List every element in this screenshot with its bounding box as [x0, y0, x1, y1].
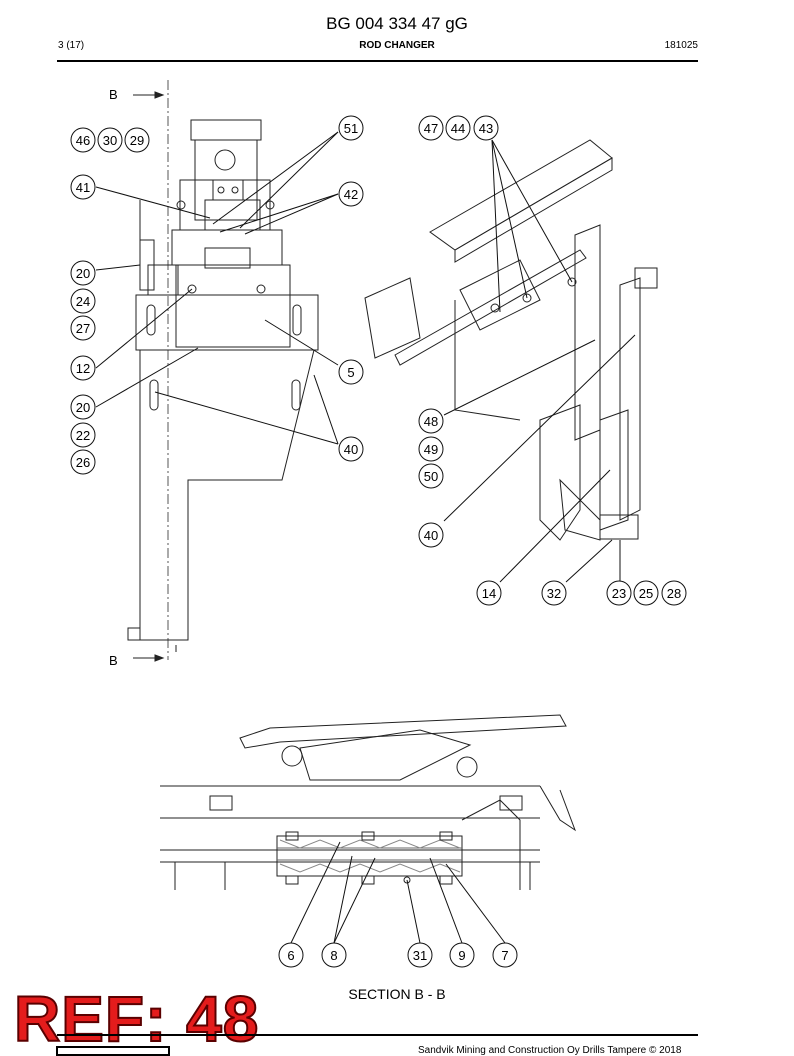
callout-25: 25 — [633, 580, 659, 606]
svg-text:41: 41 — [76, 180, 90, 195]
svg-text:31: 31 — [413, 948, 427, 963]
svg-text:27: 27 — [76, 321, 90, 336]
svg-text:29: 29 — [130, 133, 144, 148]
svg-text:26: 26 — [76, 455, 90, 470]
svg-text:24: 24 — [76, 294, 90, 309]
page-number: 3 (17) — [58, 40, 85, 51]
callout-14: 14 — [476, 580, 502, 606]
svg-text:20: 20 — [76, 400, 90, 415]
svg-text:32: 32 — [547, 586, 561, 601]
callout-23: 23 — [606, 580, 632, 606]
callout-43: 43 — [473, 115, 499, 141]
svg-text:43: 43 — [479, 121, 493, 136]
svg-text:30: 30 — [103, 133, 117, 148]
sandvik-logo — [56, 1046, 170, 1056]
svg-text:8: 8 — [330, 948, 337, 963]
svg-text:14: 14 — [482, 586, 496, 601]
section-mark-bottom: B — [109, 653, 118, 668]
leader-lines-left — [95, 131, 339, 445]
callout-44: 44 — [445, 115, 471, 141]
callout-28: 28 — [661, 580, 687, 606]
svg-text:22: 22 — [76, 428, 90, 443]
callout-12: 12 — [70, 355, 96, 381]
callout-22: 22 — [70, 422, 96, 448]
svg-text:28: 28 — [667, 586, 681, 601]
svg-text:40: 40 — [424, 528, 438, 543]
svg-text:25: 25 — [639, 586, 653, 601]
callout-5: 5 — [338, 359, 364, 385]
callout-29: 29 — [124, 127, 150, 153]
svg-text:9: 9 — [458, 948, 465, 963]
svg-text:46: 46 — [76, 133, 90, 148]
svg-text:20: 20 — [76, 266, 90, 281]
callout-41: 41 — [70, 174, 96, 200]
callout-48: 48 — [418, 408, 444, 434]
callout-27: 27 — [70, 315, 96, 341]
section-mark-top: B — [109, 87, 118, 102]
callout-6: 6 — [278, 942, 304, 968]
section-title: ROD CHANGER — [359, 40, 435, 51]
callout-7: 7 — [492, 942, 518, 968]
section-view — [160, 714, 577, 890]
callout-32: 32 — [541, 580, 567, 606]
svg-text:42: 42 — [344, 187, 358, 202]
callout-51: 51 — [338, 115, 364, 141]
callout-9: 9 — [449, 942, 475, 968]
document-date: 181025 — [664, 40, 698, 51]
svg-text:49: 49 — [424, 442, 438, 457]
svg-text:40: 40 — [344, 442, 358, 457]
section-label: SECTION B - B — [348, 986, 446, 1002]
leader-lines-right — [443, 139, 636, 583]
callout-40: 40 — [418, 522, 444, 548]
callout-46: 46 — [70, 127, 96, 153]
front-view — [127, 119, 319, 652]
callout-50: 50 — [418, 463, 444, 489]
svg-text:44: 44 — [451, 121, 465, 136]
svg-text:12: 12 — [76, 361, 90, 376]
document-number: BG 004 334 47 gG — [326, 14, 468, 33]
svg-text:5: 5 — [347, 365, 354, 380]
svg-text:51: 51 — [344, 121, 358, 136]
callout-26: 26 — [70, 449, 96, 475]
svg-text:50: 50 — [424, 469, 438, 484]
callout-49: 49 — [418, 436, 444, 462]
svg-text:47: 47 — [424, 121, 438, 136]
callout-31: 31 — [407, 942, 433, 968]
callout-8: 8 — [321, 942, 347, 968]
callout-20: 20 — [70, 260, 96, 286]
svg-text:7: 7 — [501, 948, 508, 963]
callout-40: 40 — [338, 436, 364, 462]
callout-42: 42 — [338, 181, 364, 207]
svg-text:23: 23 — [612, 586, 626, 601]
header-rule — [57, 60, 698, 62]
callout-20: 20 — [70, 394, 96, 420]
footer-rule — [57, 1034, 698, 1036]
isometric-view — [364, 139, 658, 541]
leader-lines-section — [290, 841, 506, 944]
footer-copyright: Sandvik Mining and Construction Oy Drill… — [418, 1045, 682, 1056]
callout-30: 30 — [97, 127, 123, 153]
svg-text:48: 48 — [424, 414, 438, 429]
callout-47: 47 — [418, 115, 444, 141]
reference-stamp: REF: 48 — [13, 982, 260, 1056]
callout-24: 24 — [70, 288, 96, 314]
svg-text:6: 6 — [287, 948, 294, 963]
